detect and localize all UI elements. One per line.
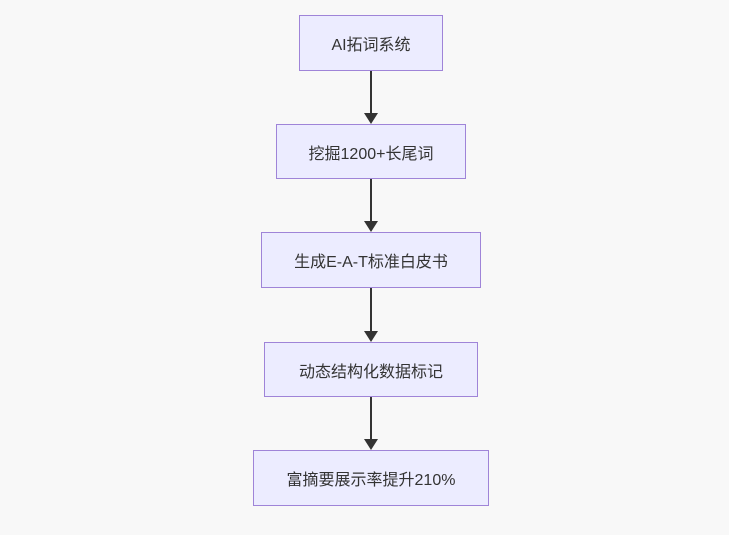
flow-node-label: 富摘要展示率提升210% [286,472,456,489]
arrow-line [370,397,372,440]
arrow-head-icon [364,439,378,450]
arrow-head-icon [364,331,378,342]
flow-node-label: 动态结构化数据标记 [298,363,443,381]
flow-node-eat-whitepaper: 生成E-A-T标准白皮书 [261,232,481,288]
flow-node-longtail-mining: 挖掘1200+长尾词 [276,124,466,179]
arrow-head-icon [364,221,378,232]
flow-node-label: 挖掘1200+长尾词 [308,145,434,163]
arrow-line [370,288,372,332]
arrow-head-icon [364,113,378,124]
arrow-line [370,179,372,222]
flow-node-label: AI拓词系统 [331,37,411,54]
flow-node-rich-snippet-result: 富摘要展示率提升210% [253,450,489,506]
flow-node-ai-word-expansion: AI拓词系统 [299,15,443,71]
arrow-line [370,71,372,114]
flow-node-structured-data-markup: 动态结构化数据标记 [264,342,478,397]
flow-node-label: 生成E-A-T标准白皮书 [294,254,448,271]
